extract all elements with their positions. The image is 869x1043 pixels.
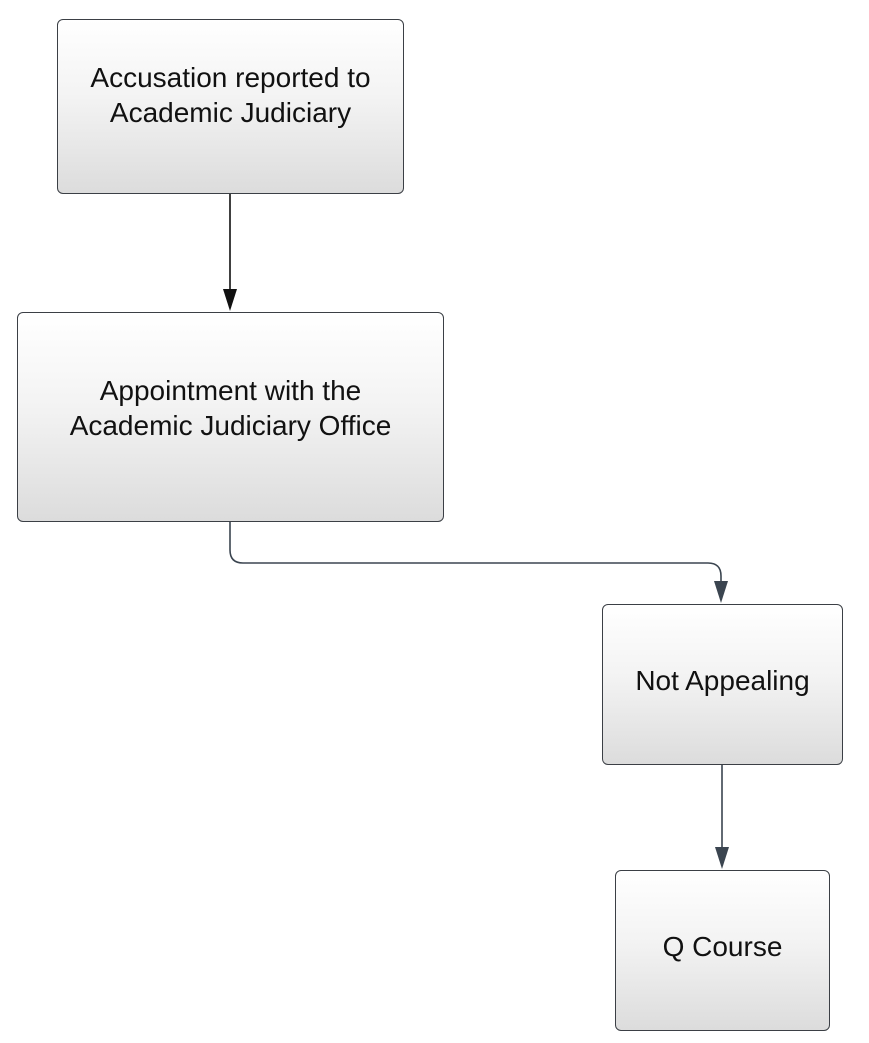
edge-appointment-to-not-appealing	[229, 522, 722, 586]
arrowhead-not-appealing	[714, 581, 728, 603]
node-q-course: Q Course	[615, 870, 830, 1031]
node-not-appealing: Not Appealing	[602, 604, 843, 765]
node-appointment-with-office: Appointment with the Academic Judiciary …	[17, 312, 444, 522]
node-accusation-reported: Accusation reported to Academic Judiciar…	[57, 19, 404, 194]
arrowhead-appointment	[223, 289, 237, 311]
arrowhead-q-course	[715, 847, 729, 869]
